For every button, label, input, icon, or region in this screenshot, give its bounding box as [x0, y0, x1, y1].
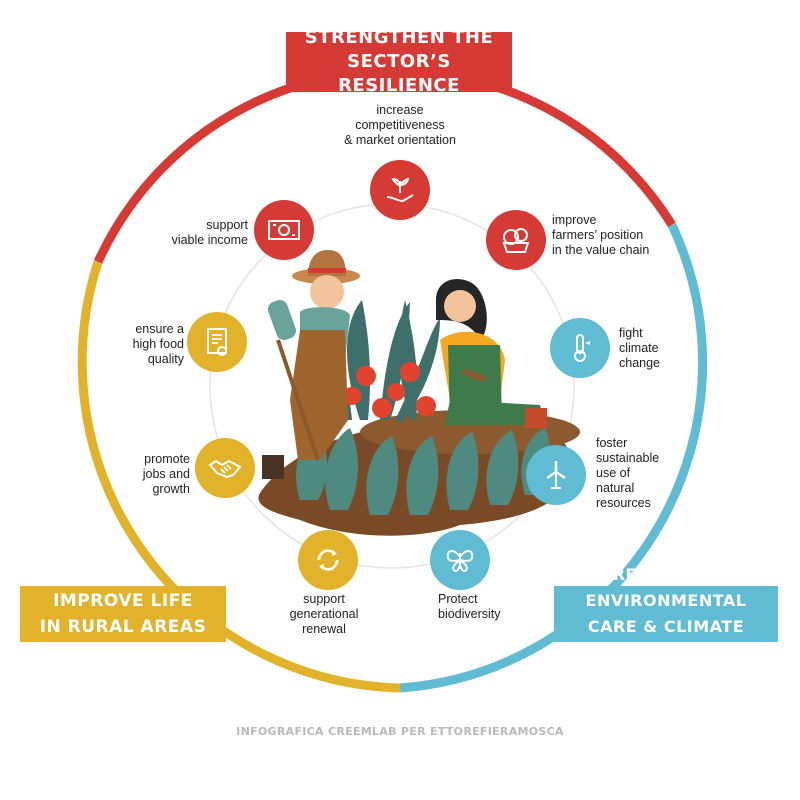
objective-line: support: [303, 592, 345, 606]
objective-line: increase: [376, 103, 424, 117]
cycle-arrows-icon: [298, 530, 358, 590]
hand-plant-icon: [370, 160, 430, 220]
objective-line: renewal: [302, 622, 346, 636]
objective-line: natural: [596, 481, 635, 495]
butterfly-icon: [430, 530, 490, 590]
banknote-icon: [254, 200, 314, 260]
goal-banner-environment: REINFORCE ENVIRONMENTAL CARE & CLIMATE A…: [554, 565, 778, 662]
objective-line: resources: [596, 496, 651, 510]
objective-line: growth: [152, 482, 190, 496]
objective-line: promote: [144, 452, 190, 466]
thermometer-icon: [550, 318, 610, 378]
goal-banner-line: IMPROVE LIFE: [53, 591, 193, 611]
handshake-icon: [195, 438, 255, 498]
objective-label-competitiveness: increase competitiveness & market orient…: [320, 103, 480, 148]
tomatoes: [343, 362, 436, 418]
objective-line: biodiversity: [438, 607, 501, 621]
wind-turbine-icon: [526, 445, 586, 505]
objective-line: Protect: [438, 592, 478, 606]
produce-basket-icon: [486, 210, 546, 270]
objective-line: fight: [619, 326, 643, 340]
objective-line: competitiveness: [355, 118, 445, 132]
objective-line: jobs and: [142, 467, 190, 481]
objective-line: viable income: [171, 233, 248, 247]
objective-label-biodiversity: Protect biodiversity: [438, 592, 538, 622]
goal-banner-rural: IMPROVE LIFE IN RURAL AREAS: [20, 586, 226, 642]
goal-banner-line: REINFORCE ENVIRONMENTAL: [585, 565, 747, 610]
objective-label-income: support viable income: [130, 218, 248, 248]
objective-label-generational: support generational renewal: [268, 592, 380, 637]
objective-line: foster: [596, 436, 628, 450]
objective-label-food-quality: ensure a high food quality: [90, 322, 184, 367]
objective-label-value-chain: improve farmers’ position in the value c…: [552, 213, 692, 258]
objective-line: generational: [289, 607, 359, 621]
goal-banner-line: SECTOR’S RESILIENCE: [338, 51, 460, 96]
objective-line: support: [206, 218, 248, 232]
objective-line: in the value chain: [552, 243, 650, 257]
goal-banner-line: CARE & CLIMATE ACTION: [587, 617, 745, 662]
objective-line: farmers’ position: [552, 228, 644, 242]
objective-label-jobs: promote jobs and growth: [100, 452, 190, 497]
objective-label-climate: fight climate change: [619, 326, 699, 371]
objective-line: quality: [147, 352, 184, 366]
objective-line: climate: [619, 341, 659, 355]
goal-banner-resilience: STRENGTHEN THE SECTOR’S RESILIENCE: [286, 27, 512, 96]
objective-line: sustainable: [596, 451, 660, 465]
credit-line: INFOGRAFICA CREEMLAB PER ETTOREFIERAMOSC…: [236, 725, 564, 738]
objective-line: & market orientation: [344, 133, 456, 147]
goal-banner-line: IN RURAL AREAS: [39, 617, 207, 637]
objective-line: change: [619, 356, 661, 370]
objective-line: ensure a: [135, 322, 184, 336]
certificate-icon: [187, 312, 247, 372]
objective-line: improve: [552, 213, 597, 227]
ring-arc-environment: [399, 223, 707, 693]
goal-banner-line: STRENGTHEN THE: [304, 27, 494, 48]
objective-line: high food: [132, 337, 184, 351]
farmers-illustration: [258, 250, 580, 536]
male-farmer: [262, 250, 360, 479]
ring-arc-rural: [77, 260, 401, 693]
female-farmer: [436, 279, 547, 428]
objective-label-resources: foster sustainable use of natural resour…: [596, 436, 696, 511]
objective-line: use of: [596, 466, 631, 480]
